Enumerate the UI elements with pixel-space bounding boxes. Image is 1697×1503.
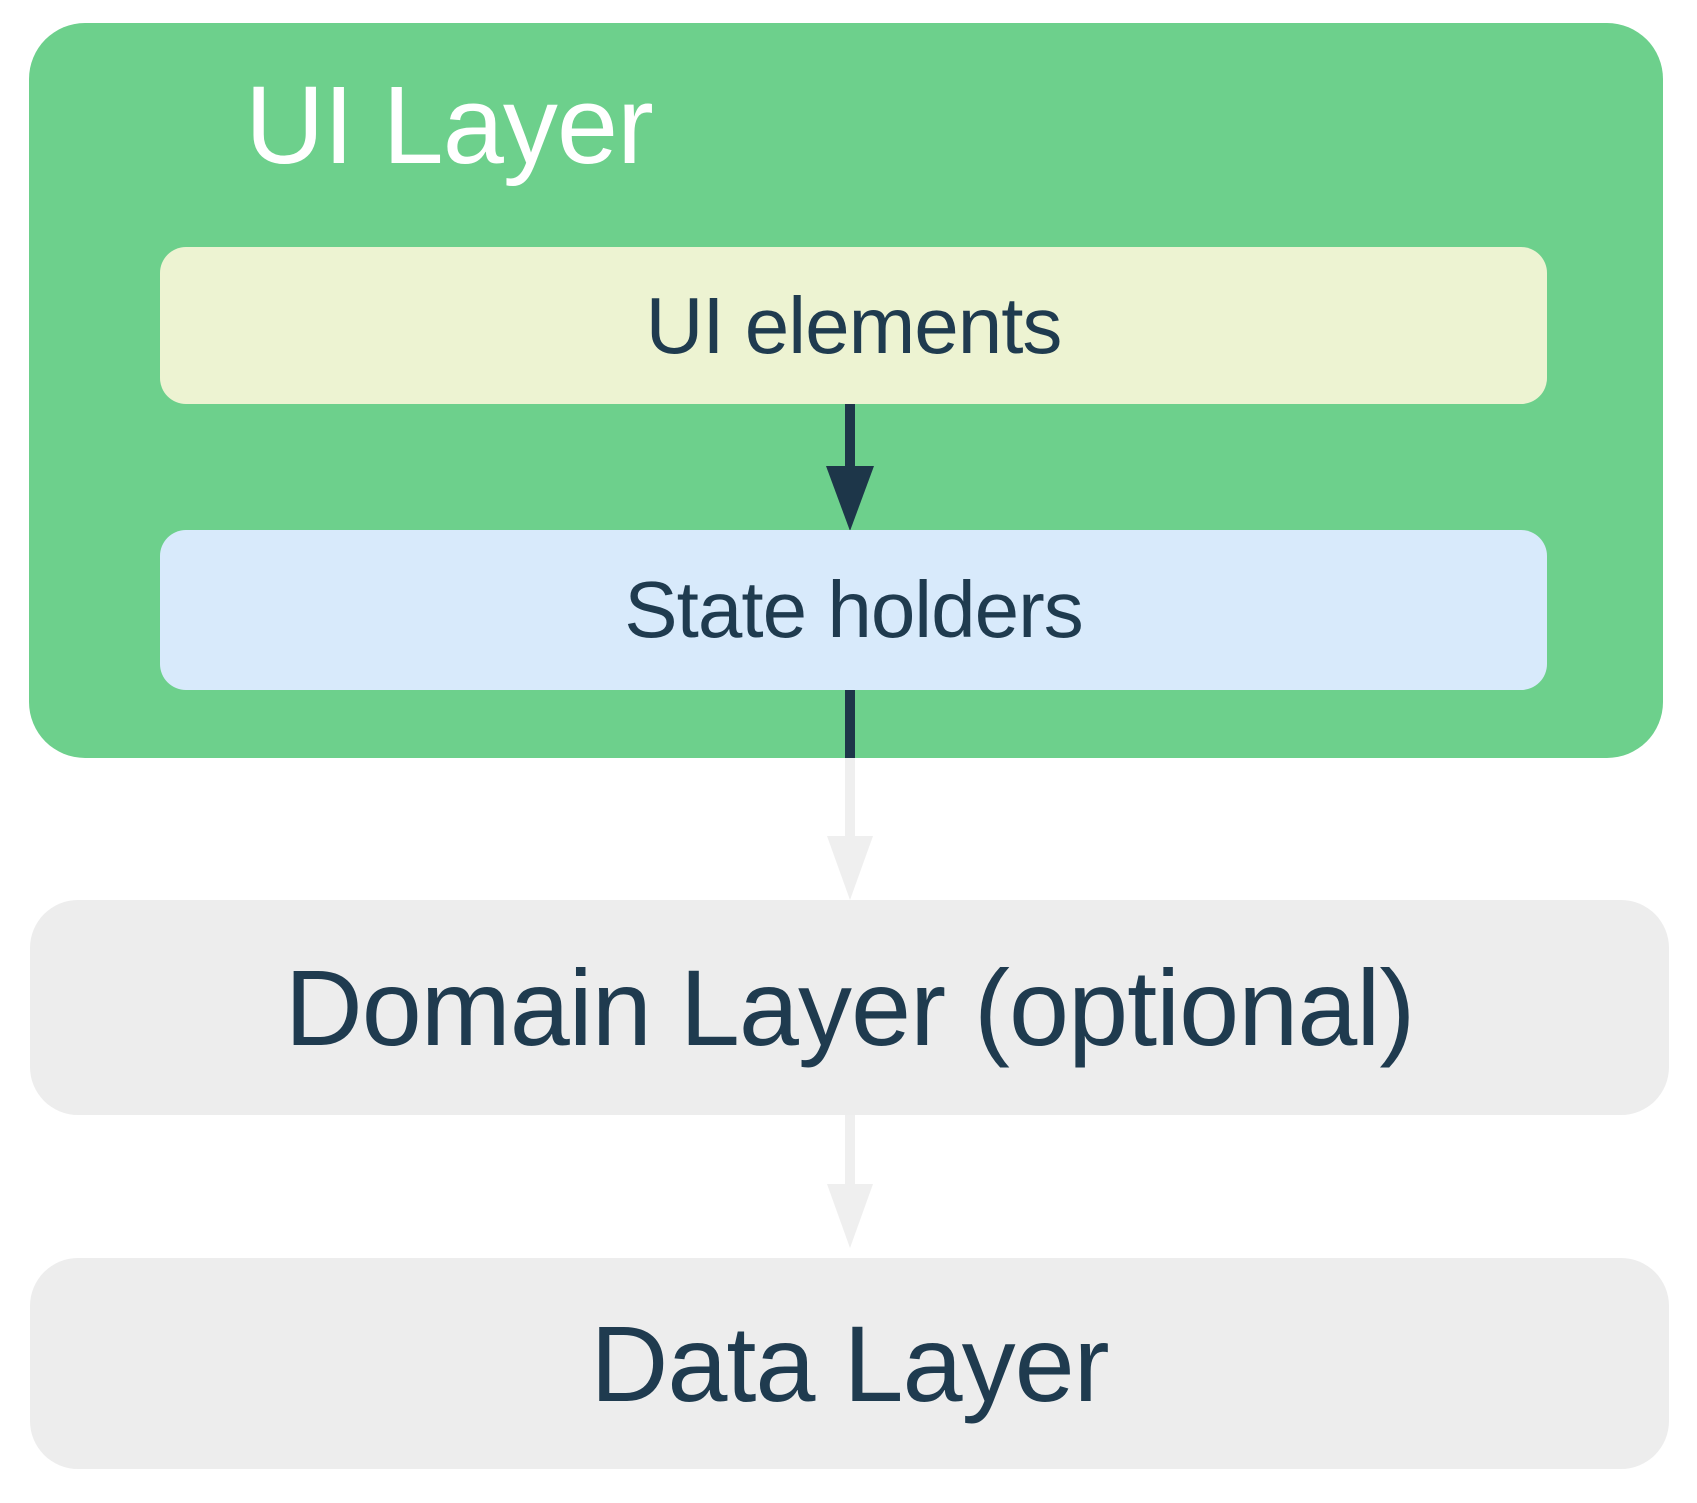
arrow-domain-to-data-stem: [845, 1115, 855, 1184]
data-layer-label: Data Layer: [590, 1303, 1109, 1424]
data-layer-box: Data Layer: [30, 1258, 1669, 1469]
domain-layer-box: Domain Layer (optional): [30, 900, 1669, 1115]
state-holders-label: State holders: [624, 565, 1083, 654]
arrow-state-holders-to-domain-stem-dark: [845, 690, 855, 758]
arrow-ui-elements-to-state-holders-head: [826, 466, 874, 531]
state-holders-box: State holders: [160, 530, 1547, 690]
ui-elements-label: UI elements: [645, 280, 1063, 370]
arrow-domain-to-data-head: [827, 1184, 873, 1248]
domain-layer-label: Domain Layer (optional): [284, 947, 1416, 1068]
arrow-state-holders-to-domain-head: [827, 836, 873, 900]
ui-layer-label: UI Layer: [245, 64, 654, 187]
ui-elements-box: UI elements: [160, 247, 1547, 404]
arrow-ui-elements-to-state-holders-stem: [845, 404, 855, 468]
arrow-state-holders-to-domain-stem-light: [845, 758, 855, 836]
